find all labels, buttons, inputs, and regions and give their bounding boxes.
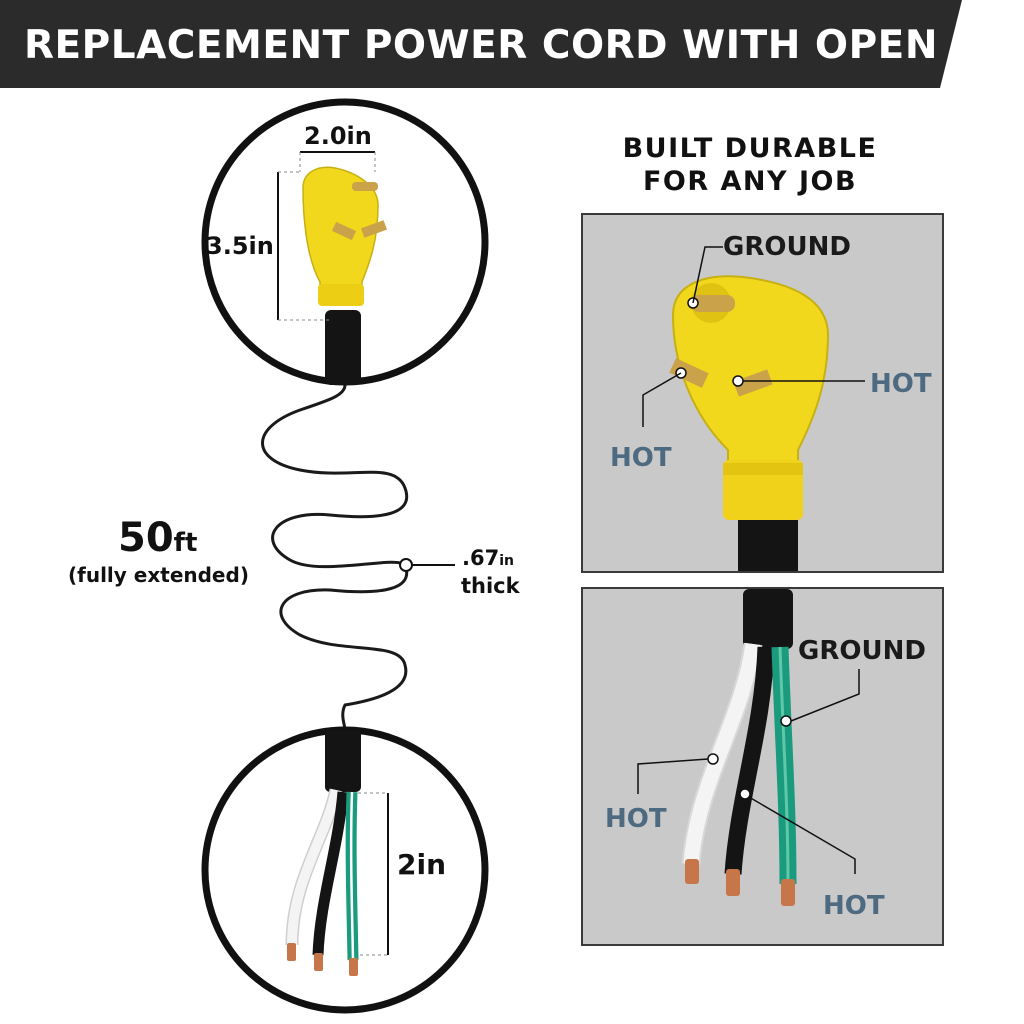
thickness-marker bbox=[399, 558, 413, 572]
plug-width-label: 2.0in bbox=[304, 122, 372, 150]
plug-hot-left-label: HOT bbox=[610, 443, 672, 473]
page-title: REPLACEMENT POWER CORD WITH OPEN END bbox=[24, 23, 1024, 68]
tagline: BUILT DURABLE FOR ANY JOB bbox=[590, 132, 910, 198]
cord-thickness-note: thick bbox=[461, 574, 520, 598]
header-banner-shape bbox=[0, 0, 962, 88]
cord-length-value: 50 bbox=[118, 515, 174, 561]
open-end-wires-icon bbox=[285, 730, 361, 976]
coiled-cord bbox=[261, 384, 409, 731]
wires-closeup bbox=[637, 589, 860, 906]
strip-length-label: 2in bbox=[397, 848, 447, 881]
wires-photo-panel: GROUND HOT HOT bbox=[581, 587, 944, 946]
plug-ground-label: GROUND bbox=[723, 232, 851, 262]
tagline-line-2: FOR ANY JOB bbox=[642, 166, 858, 197]
wire-ground-label: GROUND bbox=[798, 636, 926, 666]
cord-length-note: (fully extended) bbox=[68, 563, 249, 587]
plug-height-label: 3.5in bbox=[206, 232, 274, 260]
cord-thickness-value: .67 bbox=[462, 546, 500, 570]
cord-length-unit: ft bbox=[173, 528, 198, 558]
cord-thickness: .67in bbox=[462, 546, 514, 570]
wire-hot-left-label: HOT bbox=[605, 804, 667, 834]
cord-thickness-unit: in bbox=[499, 553, 514, 569]
plug-hot-right-label: HOT bbox=[870, 369, 932, 399]
plug-closeup bbox=[642, 246, 865, 571]
cord-length: 50ft bbox=[118, 515, 197, 561]
plug-icon bbox=[302, 166, 387, 385]
tagline-line-1: BUILT DURABLE bbox=[622, 133, 878, 164]
header-banner: REPLACEMENT POWER CORD WITH OPEN END bbox=[0, 0, 1024, 88]
wire-hot-bottom-label: HOT bbox=[823, 891, 885, 921]
plug-photo-panel: GROUND HOT HOT bbox=[581, 213, 944, 573]
